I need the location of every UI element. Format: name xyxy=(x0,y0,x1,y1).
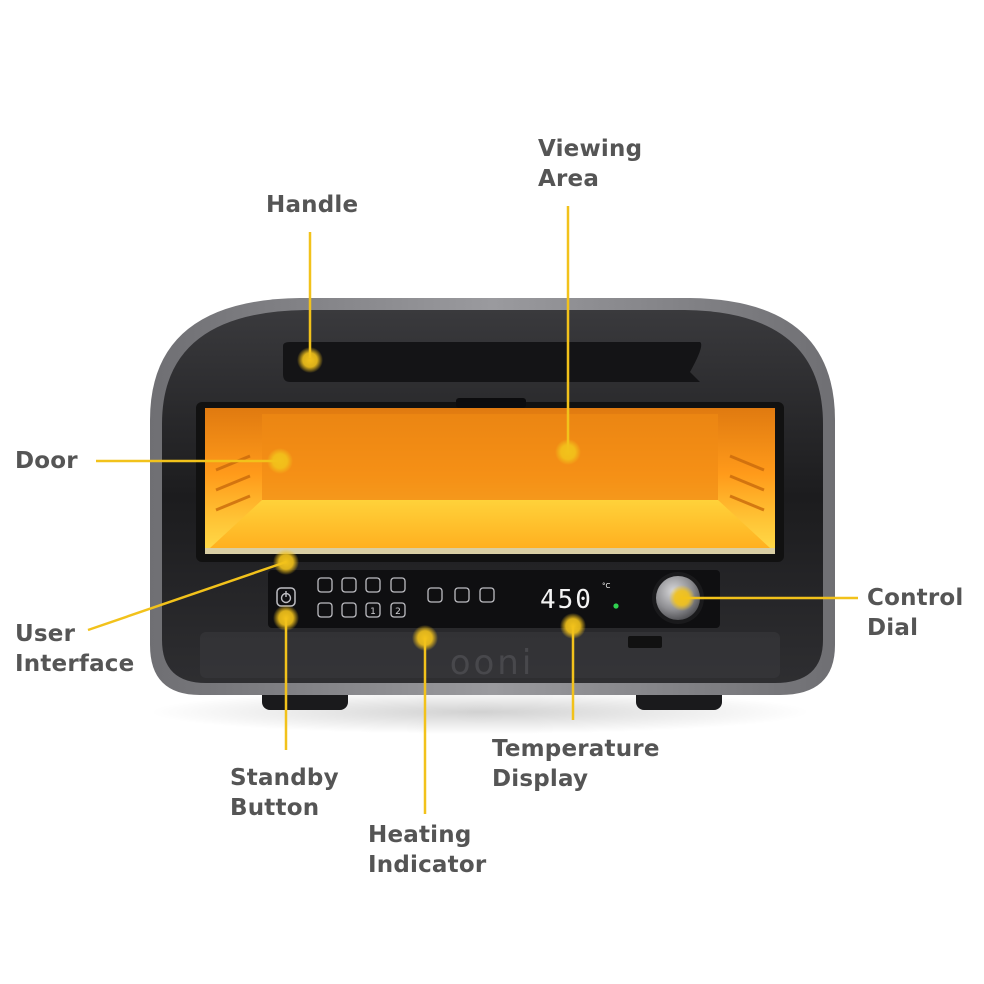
preset-key-1 xyxy=(365,602,381,618)
preset-key-2 xyxy=(390,602,406,618)
callout-dot-handle xyxy=(297,347,323,373)
callout-dot-standby xyxy=(273,605,299,631)
timer-key xyxy=(479,587,495,603)
pizza-stone xyxy=(210,500,770,548)
callout-dot-temperature xyxy=(560,613,586,639)
callout-dot-control-dial xyxy=(669,585,695,611)
mode-key-3 xyxy=(365,577,381,593)
mode-key-2 xyxy=(341,577,357,593)
preset-key-1-label: 1 xyxy=(370,607,376,617)
mode-keys[interactable] xyxy=(317,577,495,618)
label-temperature-display: Temperature Display xyxy=(492,736,660,792)
ready-indicator xyxy=(613,603,619,609)
handle-latch xyxy=(456,398,526,408)
temperature-unit: °C xyxy=(602,582,611,590)
label-control-dial: Control Dial xyxy=(867,585,964,641)
preset-key-2-label: 2 xyxy=(395,607,401,617)
chamber-back-wall xyxy=(262,414,718,500)
callout-dot-door xyxy=(267,448,293,474)
temp-key xyxy=(427,587,443,603)
label-user-interface: User Interface xyxy=(15,621,135,677)
callout-dots xyxy=(267,347,695,651)
label-viewing-area: Viewing Area xyxy=(538,136,643,192)
mode-key-6 xyxy=(341,602,357,618)
callout-lines xyxy=(87,206,858,814)
callout-line-user-interface xyxy=(87,560,287,632)
callout-dot-viewing-area xyxy=(555,439,581,465)
callout-dot-user-interface xyxy=(273,549,299,575)
label-standby-button: Standby Button xyxy=(230,765,339,821)
boost-key xyxy=(454,587,470,603)
mode-key-1 xyxy=(317,577,333,593)
mode-key-5 xyxy=(317,602,333,618)
mode-key-4 xyxy=(390,577,406,593)
handle[interactable] xyxy=(283,342,702,382)
label-door: Door xyxy=(15,448,78,474)
door-rail xyxy=(205,548,775,554)
label-handle: Handle xyxy=(266,192,359,218)
callout-dot-heating xyxy=(412,625,438,651)
temperature-display: 450 xyxy=(540,585,593,615)
rack-guides xyxy=(215,454,765,512)
label-heating-indicator: Heating Indicator xyxy=(368,822,487,878)
side-vent xyxy=(628,636,662,648)
brand-logo: ooni xyxy=(450,643,535,683)
